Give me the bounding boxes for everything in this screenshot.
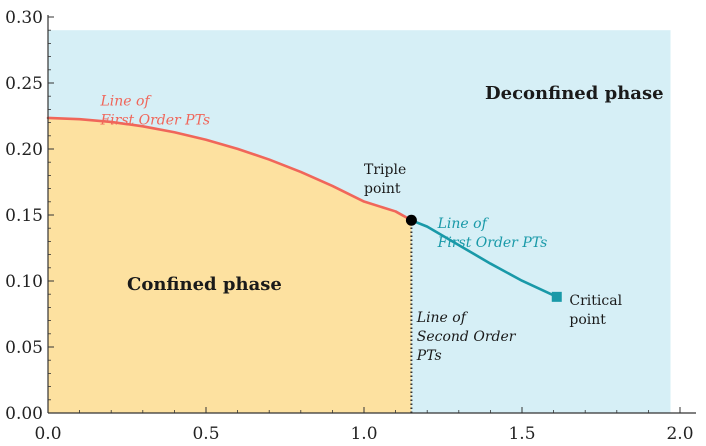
red-line-annotation-line: Line of (99, 93, 152, 109)
second-order-annotation-line: Second Order (417, 329, 517, 345)
y-tick-label: 0.15 (5, 206, 43, 226)
y-tick-label: 0.10 (5, 272, 43, 292)
y-tick-label: 0.20 (5, 140, 43, 160)
confined-phase-label: Confined phase (127, 274, 282, 295)
teal-first-order-line (410, 218, 559, 299)
ticks-layer: 0.0 0.5 1.0 1.5 2.0 0.00 0.05 0.10 0.15 0.20 0.25 0… (5, 8, 693, 444)
deconfined-phase-label: Deconfined phase (485, 83, 664, 104)
y-tick-label: 0.05 (5, 338, 43, 358)
teal-line-annotation: Line of First Order PTs (437, 216, 548, 251)
triple-point-label: Triple point (364, 162, 406, 197)
plot-regions (48, 30, 671, 413)
confined-phase-region (48, 117, 412, 413)
y-tick-label: 0.30 (5, 8, 43, 28)
x-tick-label: 1.5 (508, 424, 535, 444)
triple-point-label-line: point (364, 181, 401, 197)
critical-point-label: Critical point (569, 293, 622, 328)
red-line-annotation: Line of First Order PTs (99, 93, 210, 128)
series-layer (46, 116, 559, 413)
teal-line-annotation-line: Line of (437, 216, 490, 232)
x-tick-label: 0.5 (192, 424, 219, 444)
second-order-annotation-line: PTs (416, 348, 442, 364)
critical-point-label-line: point (569, 312, 606, 328)
x-tick-label: 2.0 (666, 424, 693, 444)
markers-layer (405, 214, 562, 302)
x-tick-label: 1.0 (350, 424, 377, 444)
critical-point-label-line: Critical (569, 293, 622, 309)
teal-line-annotation-line: First Order PTs (437, 235, 548, 251)
x-tick-label: 0.0 (34, 424, 61, 444)
triple-point-label-line: Triple (364, 162, 406, 178)
y-tick-label: 0.00 (5, 404, 43, 424)
red-line-annotation-line: First Order PTs (99, 112, 210, 128)
second-order-annotation-line: Line of (416, 310, 469, 326)
triple-point-marker (405, 214, 417, 226)
y-tick-label: 0.25 (5, 74, 43, 94)
critical-point-marker (551, 291, 562, 302)
red-first-order-line (46, 116, 413, 222)
